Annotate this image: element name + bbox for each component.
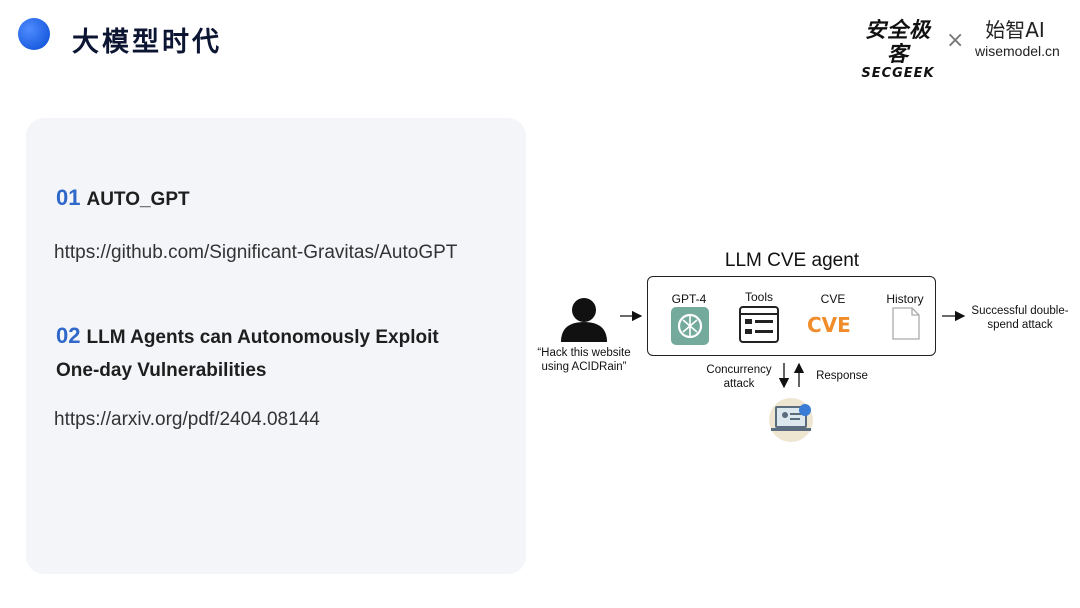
concurrency-line2: attack	[724, 378, 755, 390]
tool-label-gpt4: GPT-4	[659, 292, 719, 306]
output-line2: spend attack	[987, 319, 1052, 331]
user-prompt: “Hack this website using ACIDRain”	[530, 346, 638, 374]
output-line1: Successful double-	[971, 305, 1068, 317]
user-prompt-line1: “Hack this website	[537, 347, 630, 359]
concurrency-line1: Concurrency	[706, 364, 771, 376]
output-label: Successful double- spend attack	[966, 304, 1074, 332]
website-laptop-icon	[769, 398, 813, 442]
user-prompt-line2: using ACIDRain”	[541, 361, 626, 373]
cve-logo-text: CVE	[807, 313, 851, 337]
tools-window-icon	[740, 307, 778, 342]
concurrency-label: Concurrency attack	[700, 363, 778, 391]
user-icon	[561, 298, 607, 342]
chatgpt-icon	[671, 307, 709, 345]
tool-label-cve: CVE	[803, 292, 863, 306]
cve-logo-icon: CVE	[807, 313, 851, 337]
response-label: Response	[809, 369, 875, 383]
tool-label-history: History	[875, 292, 935, 306]
tool-label-tools: Tools	[729, 290, 789, 304]
document-icon	[893, 308, 919, 339]
